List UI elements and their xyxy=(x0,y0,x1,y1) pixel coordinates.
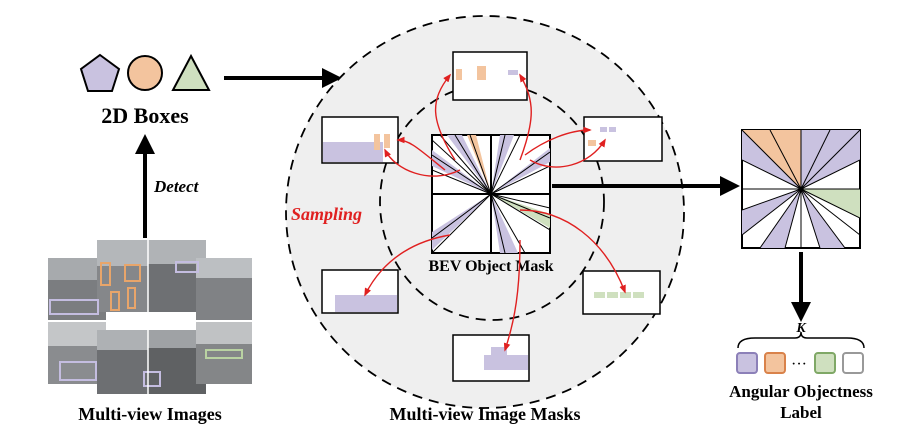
sampling-arrows xyxy=(364,73,626,352)
bev-mask-label: BEV Object Mask xyxy=(428,258,553,275)
swatch-orange xyxy=(764,352,786,374)
circle-icon xyxy=(127,55,163,91)
inner-sampling-region xyxy=(379,83,605,321)
triangle-icon xyxy=(171,53,211,91)
swatch-white xyxy=(842,352,864,374)
image-mask-bottom xyxy=(452,334,530,382)
pentagon-icon xyxy=(79,53,121,92)
brace xyxy=(737,331,865,349)
swatch-purple xyxy=(736,352,758,374)
k-label: K xyxy=(795,321,807,336)
label-swatches: ··· xyxy=(736,352,864,374)
image-mask-top xyxy=(452,51,528,101)
angular-label-map xyxy=(741,129,861,249)
sampling-label: Sampling xyxy=(291,204,362,224)
boxes-title: 2D Boxes xyxy=(101,103,189,128)
angular-label-line1: Angular Objectness xyxy=(729,382,873,401)
detect-label: Detect xyxy=(153,177,200,196)
multi-view-images xyxy=(48,240,252,394)
image-mask-upper-left xyxy=(321,116,399,164)
angular-label-line2: Label xyxy=(780,403,822,422)
multi-view-images-label: Multi-view Images xyxy=(78,404,221,424)
image-mask-lower-left xyxy=(321,269,399,314)
shape-icons xyxy=(79,53,211,92)
multi-view-masks-label: Multi-view Image Masks xyxy=(390,404,581,424)
swatch-ellipsis: ··· xyxy=(791,356,807,373)
image-mask-upper-right xyxy=(583,116,663,162)
image-mask-lower-right xyxy=(582,270,661,315)
swatch-green xyxy=(814,352,836,374)
